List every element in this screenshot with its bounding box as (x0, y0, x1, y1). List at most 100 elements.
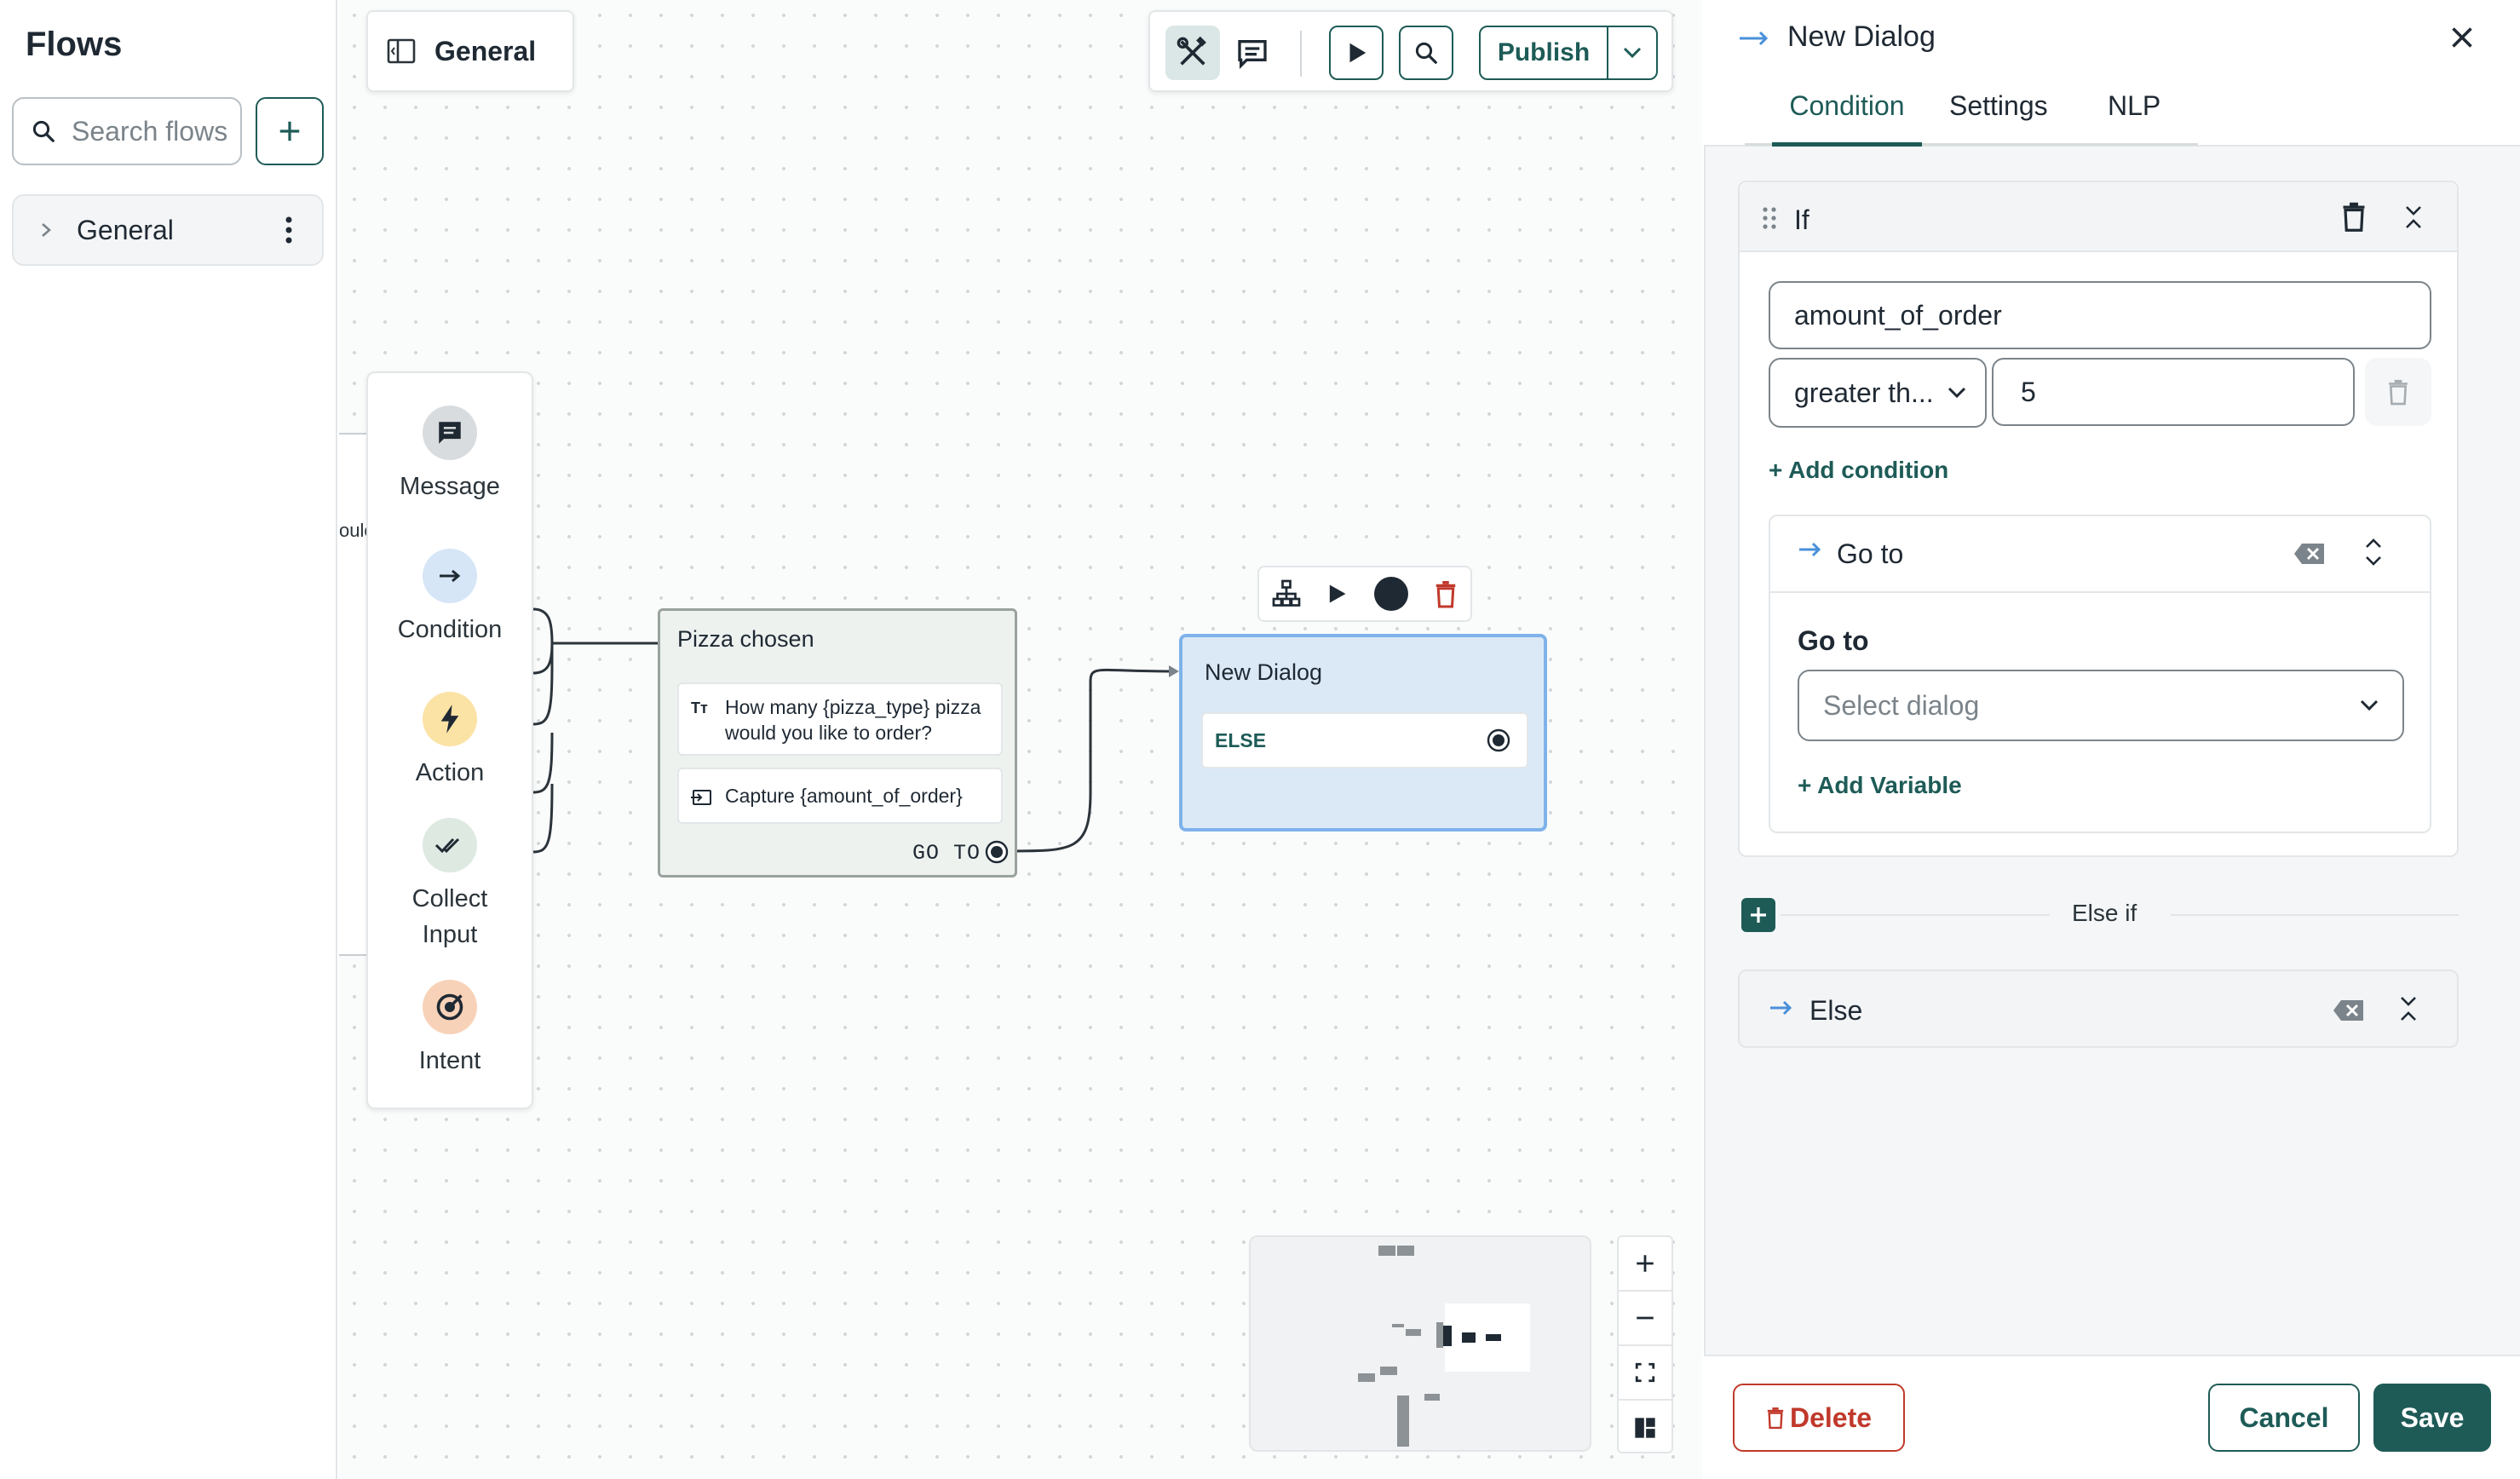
build-mode-button[interactable] (1165, 26, 1220, 80)
divider (1781, 914, 2050, 916)
goto-label: GO TO (912, 841, 981, 866)
arrow-right-icon (1799, 542, 1821, 557)
message-icon (423, 406, 477, 460)
comment-button[interactable] (1225, 26, 1280, 80)
panel-title: New Dialog (1787, 20, 1936, 53)
close-icon[interactable] (2447, 22, 2477, 53)
else-branch-label: ELSE (1215, 728, 1267, 751)
canvas-toolbar: Publish (1148, 10, 1673, 92)
text-icon: Tт (691, 699, 708, 716)
flow-tab-general[interactable]: General (366, 10, 574, 92)
delete-condition-button[interactable] (2365, 358, 2431, 426)
condition-value-input[interactable] (1992, 358, 2355, 426)
double-check-icon (423, 818, 477, 872)
dialog-node-new-dialog[interactable]: New Dialog ELSE (1179, 634, 1547, 832)
flow-tab-label: General (434, 35, 537, 66)
arrow-right-icon (1740, 31, 1769, 46)
add-else-if-button[interactable] (1741, 898, 1775, 932)
operator-value: greater th... (1794, 377, 1934, 408)
clear-icon[interactable] (2333, 998, 2365, 1022)
play-icon (1349, 43, 1366, 63)
palette-label: Collect Input (411, 885, 488, 948)
palette-label: Condition (397, 616, 503, 643)
divider (2171, 914, 2459, 916)
goto-card-title: Go to (1837, 538, 1904, 569)
flow-item-label: General (77, 214, 174, 245)
connector-lines (532, 607, 1179, 854)
canvas-search-button[interactable] (1399, 26, 1453, 80)
collapse-icon[interactable] (2397, 993, 2419, 1024)
more-options-icon[interactable] (285, 216, 293, 245)
add-condition-link[interactable]: + Add condition (1769, 457, 1949, 483)
operator-select[interactable]: greater th... (1769, 358, 1987, 428)
tab-nlp[interactable]: NLP (2108, 90, 2161, 121)
goto-field-label: Go to (1798, 625, 1869, 656)
zoom-controls (1617, 1235, 1673, 1453)
sidebar-toggle-icon[interactable] (387, 38, 416, 64)
comment-icon (1238, 40, 1267, 70)
publish-options-button[interactable] (1608, 27, 1656, 78)
minimap-preview (1358, 1246, 1530, 1447)
tab-condition[interactable]: Condition (1772, 90, 1922, 147)
input-icon (691, 790, 711, 805)
chevron-down-icon (2360, 699, 2379, 711)
search-input[interactable] (72, 115, 233, 147)
palette-item-message[interactable]: Message (368, 406, 532, 504)
if-block-header: If (1740, 182, 2457, 252)
plus-icon (1637, 1255, 1654, 1272)
minimap[interactable] (1249, 1235, 1591, 1452)
publish-button[interactable]: Publish (1481, 27, 1608, 78)
palette-item-action[interactable]: Action (368, 692, 532, 791)
flow-item-general[interactable]: General (12, 194, 324, 266)
expand-icon[interactable] (2363, 535, 2384, 569)
cancel-button[interactable]: Cancel (2208, 1384, 2360, 1452)
palette-label: Message (400, 473, 500, 500)
collapse-icon[interactable] (2402, 204, 2425, 230)
toolbar-divider (1300, 31, 1302, 77)
output-port-icon[interactable] (984, 839, 1010, 865)
palette-item-collect-input[interactable]: Collect Input (368, 818, 532, 952)
auto-layout-button[interactable] (1619, 1401, 1671, 1455)
node-palette: Message Condition Action Collect Input I… (366, 371, 533, 1109)
output-port-icon[interactable] (1486, 728, 1511, 753)
trash-icon[interactable] (2341, 201, 2367, 232)
offscreen-node[interactable]: oulc (339, 433, 368, 956)
publish-group: Publish (1479, 26, 1658, 80)
offscreen-node-text: oulc (339, 520, 368, 541)
fullscreen-icon (1635, 1362, 1655, 1383)
palette-item-condition[interactable]: Condition (368, 549, 532, 647)
hierarchy-icon[interactable] (1271, 578, 1302, 609)
goto-card-header: Go to (1770, 516, 2430, 593)
delete-button[interactable]: Delete (1733, 1384, 1905, 1452)
tabs-underline (1745, 143, 2198, 146)
layout-icon (1635, 1418, 1655, 1438)
fit-view-button[interactable] (1619, 1346, 1671, 1401)
record-icon[interactable] (1372, 575, 1410, 613)
dialog-select[interactable]: Select dialog (1798, 670, 2404, 741)
else-branch[interactable]: ELSE (1201, 712, 1528, 768)
chevron-right-icon[interactable] (37, 220, 55, 240)
add-flow-button[interactable] (256, 97, 324, 165)
play-icon[interactable] (1325, 581, 1349, 607)
trash-icon (1767, 1407, 1784, 1430)
drag-handle-icon[interactable] (1762, 206, 1777, 230)
add-variable-link[interactable]: + Add Variable (1798, 772, 1962, 798)
if-label: If (1794, 204, 1809, 235)
message-step[interactable]: Tт How many {pizza_type} pizza would you… (677, 682, 1003, 756)
clear-icon[interactable] (2293, 542, 2326, 566)
dialog-node-pizza-chosen[interactable]: Pizza chosen Tт How many {pizza_type} pi… (658, 608, 1017, 878)
trash-icon[interactable] (1433, 579, 1458, 608)
capture-step[interactable]: Capture {amount_of_order} (677, 768, 1003, 824)
target-icon (423, 980, 477, 1034)
delete-button-label: Delete (1789, 1401, 1873, 1433)
condition-variable-input[interactable] (1769, 281, 2431, 349)
dialog-select-placeholder: Select dialog (1823, 689, 1980, 721)
zoom-out-button[interactable] (1619, 1292, 1671, 1346)
zoom-in-button[interactable] (1619, 1237, 1671, 1292)
tab-settings[interactable]: Settings (1949, 90, 2048, 121)
save-button[interactable]: Save (2373, 1384, 2491, 1452)
palette-item-intent[interactable]: Intent (368, 980, 532, 1079)
flow-search[interactable] (12, 97, 242, 165)
run-button[interactable] (1329, 26, 1384, 80)
else-block[interactable]: Else (1738, 970, 2459, 1048)
